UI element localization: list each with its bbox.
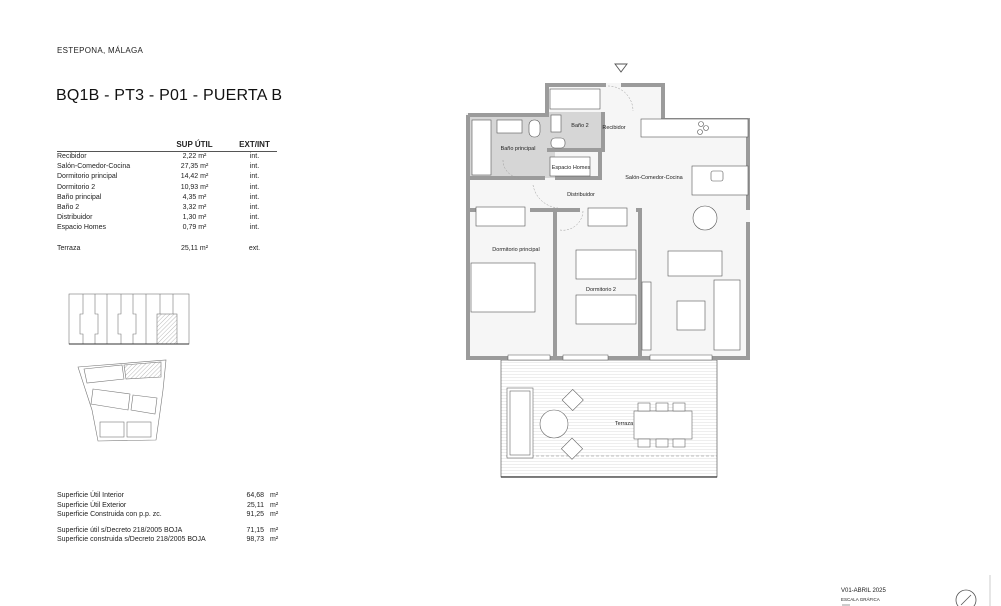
table-row: Espacio Homes 0,79 m² int. bbox=[57, 223, 277, 233]
unit-title: BQ1B - PT3 - P01 - PUERTA B bbox=[56, 87, 283, 104]
room-name: Recibidor bbox=[57, 153, 87, 161]
table-row: Distribuidor 1,30 m² int. bbox=[57, 213, 277, 223]
summary-value: 64,68 bbox=[246, 492, 264, 499]
header-area: SUP ÚTIL bbox=[157, 140, 232, 152]
room-type: int. bbox=[249, 224, 260, 232]
label-bano-principal: Baño principal bbox=[501, 146, 536, 152]
summary-unit: m² bbox=[270, 501, 279, 509]
summary-label: Superficie Útil Exterior bbox=[57, 501, 127, 509]
summary-unit: m² bbox=[270, 492, 279, 499]
summary-value: 71,15 bbox=[246, 526, 264, 534]
dining-table bbox=[692, 205, 718, 231]
shower-2 bbox=[549, 88, 601, 110]
compass-icon bbox=[955, 589, 977, 606]
table-row: Salón-Comedor-Cocina 27,35 m² int. bbox=[57, 162, 277, 172]
north-arrow-icon bbox=[614, 63, 628, 73]
room-area: 1,30 m² bbox=[182, 214, 207, 222]
room-name: Dormitorio 2 bbox=[57, 183, 96, 191]
label-dormitorio-principal: Dormitorio principal bbox=[492, 247, 539, 253]
table-header: SUP ÚTIL EXT/INT bbox=[57, 140, 277, 152]
shower bbox=[471, 119, 492, 176]
summary-value: 91,25 bbox=[246, 511, 264, 519]
room-area: 10,93 m² bbox=[180, 183, 209, 191]
summary-label: Superficie útil s/Decreto 218/2005 BOJA bbox=[57, 526, 183, 534]
label-terraza: Terraza bbox=[615, 421, 634, 427]
room-type: ext. bbox=[248, 244, 261, 252]
room-name: Terraza bbox=[57, 244, 81, 252]
room-area: 14,42 m² bbox=[180, 173, 209, 181]
windows bbox=[507, 354, 713, 361]
building-key-plan bbox=[68, 293, 190, 345]
label-distribuidor: Distribuidor bbox=[567, 192, 595, 198]
table-row: Recibidor 2,22 m² int. bbox=[57, 152, 277, 163]
room-name: Dormitorio principal bbox=[57, 173, 118, 181]
location-label: ESTEPONA, MÁLAGA bbox=[57, 46, 144, 55]
summary-unit: m² bbox=[270, 511, 279, 519]
summary-row: Superficie útil s/Decreto 218/2005 BOJA 7… bbox=[57, 526, 282, 536]
table-row: Baño 2 3,32 m² int. bbox=[57, 203, 277, 213]
table-row: Dormitorio 2 10,93 m² int. bbox=[57, 183, 277, 193]
summary-unit: m² bbox=[270, 536, 279, 544]
header-room bbox=[57, 140, 157, 152]
apartment-plan: Recibidor Baño 2 Baño principal Espacio … bbox=[466, 83, 750, 427]
version-label: V01-ABRIL 2025 bbox=[841, 588, 886, 594]
header-type: EXT/INT bbox=[232, 140, 277, 152]
room-area: 3,32 m² bbox=[182, 204, 207, 212]
room-type: int. bbox=[249, 173, 260, 181]
rooms-area-table: SUP ÚTIL EXT/INT Recibidor 2,22 m² int. Sa… bbox=[57, 140, 277, 254]
summary-label: Superficie Útil Interior bbox=[57, 492, 124, 499]
summary-value: 25,11 bbox=[247, 501, 264, 509]
summary-label: Superficie Construida con p.p. zc. bbox=[57, 511, 162, 519]
room-name: Baño 2 bbox=[57, 204, 80, 212]
room-type: int. bbox=[249, 153, 260, 161]
room-area: 0,79 m² bbox=[182, 224, 207, 232]
room-type: int. bbox=[249, 204, 260, 212]
summary-row: Superficie Construida con p.p. zc. 91,25 m… bbox=[57, 510, 282, 520]
room-type: int. bbox=[249, 163, 260, 171]
bed-2-dormitorio-2 bbox=[575, 294, 637, 325]
site-key-plan bbox=[77, 359, 167, 442]
room-type: int. bbox=[249, 183, 260, 191]
label-salon: Salón-Comedor-Cocina bbox=[625, 175, 683, 181]
summary-row: Superficie Útil Exterior 25,11 m² bbox=[57, 501, 282, 511]
label-dormitorio-2: Dormitorio 2 bbox=[586, 287, 616, 293]
label-recibidor: Recibidor bbox=[602, 125, 625, 131]
surface-summary: Superficie Útil Interior 64,68 m² Superfic… bbox=[57, 491, 282, 545]
espacio-homes-unit bbox=[549, 156, 591, 177]
summary-row: Superficie construida s/Decreto 218/2005… bbox=[57, 535, 282, 545]
room-type: int. bbox=[249, 214, 260, 222]
label-espacio-homes: Espacio Homes bbox=[552, 165, 591, 171]
summary-label: Superficie construida s/Decreto 218/2005… bbox=[57, 536, 206, 544]
scale-label: ESCALA GRÁFICA bbox=[841, 597, 880, 602]
kitchen-counter bbox=[640, 118, 749, 138]
label-bano-2: Baño 2 bbox=[571, 123, 588, 129]
room-area: 27,35 m² bbox=[180, 163, 209, 171]
room-area: 4,35 m² bbox=[182, 193, 207, 201]
bed-1-dormitorio-2 bbox=[575, 249, 637, 280]
bed-principal bbox=[470, 262, 536, 313]
room-name: Baño principal bbox=[57, 193, 102, 201]
room-name: Distribuidor bbox=[57, 214, 93, 222]
table-row: Baño principal 4,35 m² int. bbox=[57, 193, 277, 203]
summary-value: 98,73 bbox=[246, 536, 264, 544]
room-name: Salón-Comedor-Cocina bbox=[57, 163, 131, 171]
room-name: Espacio Homes bbox=[57, 224, 107, 232]
wardrobe-principal bbox=[475, 206, 526, 227]
table-row: Dormitorio principal 14,42 m² int. bbox=[57, 172, 277, 182]
sofa bbox=[667, 250, 723, 277]
room-area: 2,22 m² bbox=[182, 153, 207, 161]
summary-unit: m² bbox=[270, 526, 279, 534]
room-area: 25,11 m² bbox=[180, 244, 209, 252]
wardrobe-2 bbox=[587, 207, 628, 227]
terrace bbox=[500, 359, 718, 478]
room-type: int. bbox=[249, 193, 260, 201]
summary-row: Superficie Útil Interior 64,68 m² bbox=[57, 491, 282, 501]
table-row-terrace: Terraza 25,11 m² ext. bbox=[57, 244, 277, 254]
